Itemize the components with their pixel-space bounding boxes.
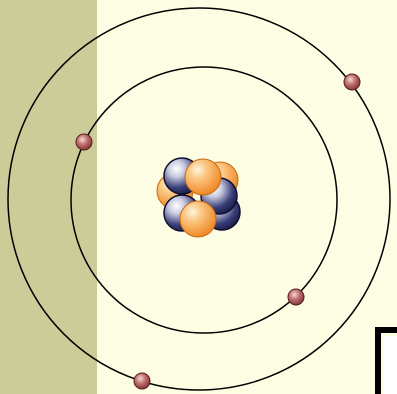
inner-orbit: [70, 66, 338, 334]
electron-outer-top-right: [343, 73, 361, 91]
electron-inner-bottom-right: [287, 288, 305, 306]
nucleus: [156, 157, 241, 238]
outer-orbit: [7, 7, 391, 391]
electron-inner-left: [75, 133, 93, 151]
left-panel: [0, 0, 97, 394]
electron-outer-bottom: [133, 372, 151, 390]
proton: [184, 158, 222, 196]
proton: [179, 200, 217, 238]
corner-frame: [375, 327, 397, 394]
